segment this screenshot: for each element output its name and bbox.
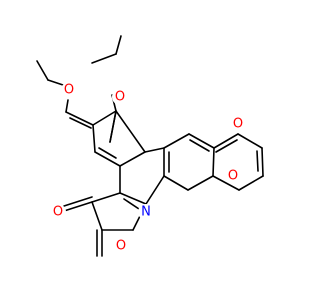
- atom-O6: O: [113, 238, 129, 254]
- bond: [215, 139, 238, 153]
- bond: [36, 60, 49, 81]
- bond: [92, 110, 117, 126]
- bond: [261, 147, 264, 177]
- bond: [238, 175, 264, 191]
- structure-svg: O O O O O O N: [36, 35, 264, 257]
- bond: [98, 147, 117, 159]
- bond: [115, 35, 122, 55]
- bond: [256, 150, 259, 172]
- bond: [119, 192, 147, 205]
- bond: [187, 175, 214, 191]
- svg-text:O: O: [53, 205, 63, 220]
- svg-text:O: O: [64, 83, 74, 98]
- atom-O1: O: [61, 82, 77, 98]
- bond: [145, 175, 165, 205]
- bond: [91, 201, 103, 231]
- svg-text:O: O: [115, 90, 125, 105]
- bond: [63, 196, 93, 207]
- bond: [63, 201, 93, 212]
- atom-O2: O: [112, 89, 128, 105]
- atom-O4: O: [225, 168, 241, 184]
- svg-text:N: N: [141, 205, 151, 220]
- bond: [91, 53, 117, 64]
- bond: [144, 147, 165, 153]
- bond: [212, 147, 215, 177]
- bond: [189, 139, 210, 152]
- bond: [163, 175, 189, 191]
- atom-O5: O: [50, 204, 66, 220]
- atoms-layer: O O O O O O N: [50, 82, 246, 254]
- svg-text:O: O: [228, 169, 238, 184]
- bond: [69, 117, 92, 129]
- bond: [188, 133, 215, 149]
- atom-O3: O: [230, 116, 246, 132]
- bond: [163, 133, 190, 149]
- bonds-layer: [36, 35, 264, 257]
- bond: [92, 124, 96, 153]
- bond: [65, 111, 94, 126]
- bond: [115, 110, 146, 153]
- bond: [91, 192, 121, 203]
- bond: [213, 133, 239, 149]
- svg-text:O: O: [233, 117, 243, 132]
- bond: [109, 110, 117, 143]
- svg-text:O: O: [116, 239, 126, 254]
- bond: [119, 151, 146, 167]
- molecule-diagram: O O O O O O N: [36, 35, 264, 257]
- bond: [212, 175, 240, 191]
- bond: [94, 151, 121, 167]
- bond: [65, 99, 69, 113]
- atom-N1: N: [138, 204, 154, 220]
- bond: [237, 133, 263, 149]
